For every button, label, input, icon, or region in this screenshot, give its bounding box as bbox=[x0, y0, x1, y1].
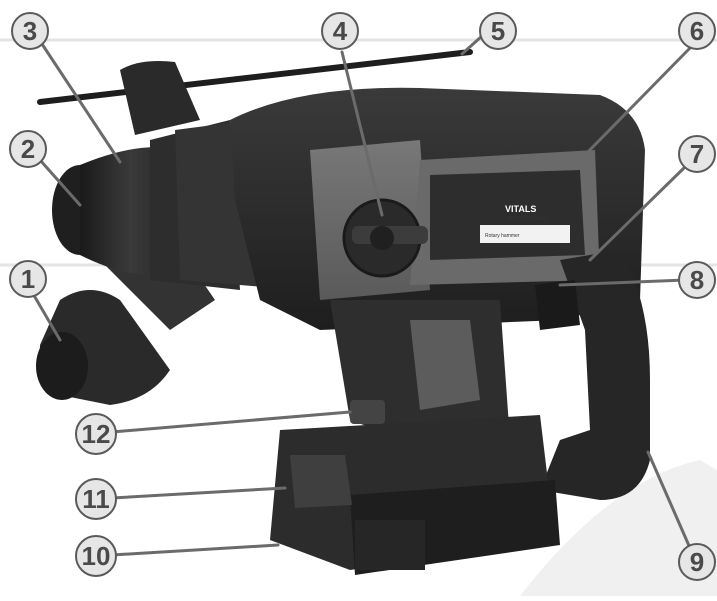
callout-7-label: 7 bbox=[690, 139, 704, 169]
callout-5-label: 5 bbox=[491, 16, 505, 46]
callout-9-label: 9 bbox=[690, 547, 704, 577]
brand-label-plate: Rotary hammer VITALS PROFESSIONAL bbox=[430, 170, 585, 260]
callout-4: 4 bbox=[321, 12, 359, 50]
label-strip-text: Rotary hammer bbox=[485, 233, 520, 239]
battery-release-button bbox=[350, 400, 385, 424]
brand-logo: VITALS bbox=[505, 204, 536, 214]
callout-3-label: 3 bbox=[23, 16, 37, 46]
callout-1: 1 bbox=[9, 260, 47, 298]
callout-11-label: 11 bbox=[82, 484, 110, 514]
callout-12: 12 bbox=[75, 413, 117, 455]
callout-6-label: 6 bbox=[690, 16, 704, 46]
callout-12-label: 12 bbox=[82, 419, 111, 449]
main-grip bbox=[535, 250, 650, 500]
brand-subtitle: PROFESSIONAL bbox=[508, 216, 547, 222]
callout-9: 9 bbox=[678, 543, 716, 581]
callout-10-label: 10 bbox=[82, 541, 111, 571]
callout-10: 10 bbox=[75, 535, 117, 577]
callout-1-label: 1 bbox=[21, 264, 35, 294]
callout-8: 8 bbox=[678, 261, 716, 299]
callout-7: 7 bbox=[678, 135, 716, 173]
callout-5: 5 bbox=[479, 12, 517, 50]
callout-6: 6 bbox=[678, 12, 716, 50]
leader-lines bbox=[30, 34, 692, 557]
callout-8-label: 8 bbox=[690, 265, 704, 295]
callout-2: 2 bbox=[9, 130, 47, 168]
callout-3: 3 bbox=[11, 12, 49, 50]
battery-pack bbox=[270, 415, 560, 575]
callout-2-label: 2 bbox=[21, 134, 35, 164]
callout-4-label: 4 bbox=[333, 16, 348, 46]
mode-selector-knob bbox=[342, 198, 428, 278]
callout-11: 11 bbox=[75, 478, 117, 520]
depth-stop-rod bbox=[37, 49, 473, 105]
